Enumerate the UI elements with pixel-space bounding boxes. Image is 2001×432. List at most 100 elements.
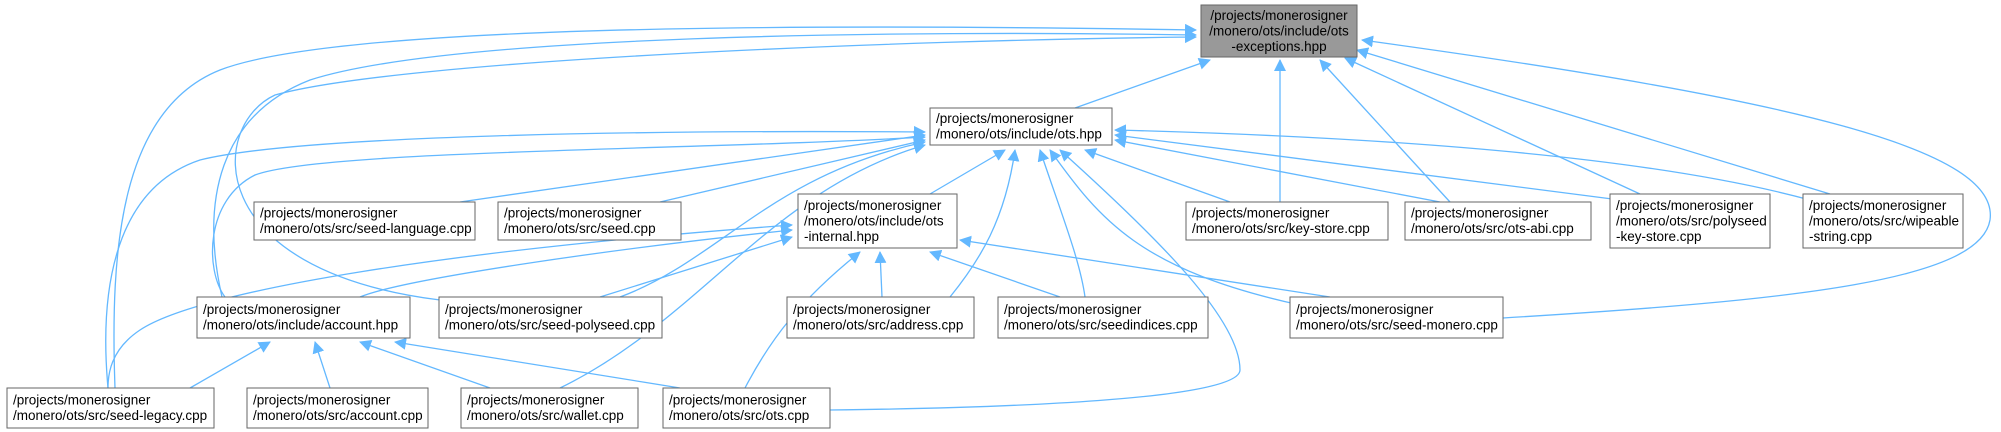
- node-label-line: -exceptions.hpp: [1231, 39, 1326, 54]
- node-box: [662, 387, 831, 429]
- edge-address-to-internal: [874, 251, 887, 298]
- node-label-line: /monero/ots/include/account.hpp: [203, 318, 398, 333]
- node-label-line: /projects/monerosigner: [1210, 8, 1348, 23]
- node-box: [1802, 193, 1964, 249]
- node-seed-monero[interactable]: /projects/monerosigner/monero/ots/src/se…: [1289, 296, 1504, 339]
- node-label-line: /monero/ots/src/address.cpp: [793, 318, 963, 333]
- node-ots-abi[interactable]: /projects/monerosigner/monero/ots/src/ot…: [1404, 201, 1592, 241]
- node-label-line: /monero/ots/src/ots-abi.cpp: [1411, 221, 1574, 236]
- node-label-line: /projects/monerosigner: [936, 111, 1074, 126]
- node-label-line: /monero/ots/src/key-store.cpp: [1192, 221, 1370, 236]
- node-label-line: /monero/ots/src/seed-polyseed.cpp: [445, 318, 655, 333]
- edge-seed-legacy-to-internal: [107, 219, 793, 389]
- edge-seed-language-to-ots-hpp: [459, 130, 926, 203]
- node-wipeable[interactable]: /projects/monerosigner/monero/ots/src/wi…: [1802, 193, 1964, 249]
- edge-polyseed-key-store-to-ots-hpp: [1114, 130, 1621, 201]
- node-label-line: /monero/ots/src/seed-language.cpp: [260, 221, 472, 236]
- node-label-line: /monero/ots/src/seedindices.cpp: [1004, 318, 1198, 333]
- node-label-line: /projects/monerosigner: [793, 302, 931, 317]
- edge-seed-legacy-to-ots-hpp: [105, 125, 926, 389]
- edge-polyseed-key-store-to-exceptions: [1344, 57, 1641, 195]
- node-label-line: /projects/monerosigner: [1192, 206, 1330, 221]
- node-wallet[interactable]: /projects/monerosigner/monero/ots/src/wa…: [460, 387, 639, 429]
- node-label-line: /projects/monerosigner: [1004, 302, 1142, 317]
- node-label-line: /monero/ots/include/ots.hpp: [936, 127, 1102, 142]
- node-box: [1609, 193, 1771, 249]
- node-label-line: /monero/ots/src/wipeable: [1809, 213, 1959, 228]
- node-box: [497, 201, 682, 241]
- edge-seed-legacy-to-account-hpp: [189, 341, 271, 389]
- node-label-line: /monero/ots/src/seed-monero.cpp: [1296, 318, 1498, 333]
- node-box: [1289, 296, 1504, 339]
- edge-seed-monero-to-exceptions: [1361, 35, 1991, 319]
- edge-account-cpp-to-account-hpp: [312, 341, 331, 389]
- edge-account-hpp-to-exceptions: [213, 28, 1197, 298]
- edge-ots-abi-to-exceptions: [1319, 59, 1451, 203]
- node-label-line: -string.cpp: [1809, 229, 1872, 244]
- edge-address-to-ots-hpp: [949, 149, 1020, 298]
- node-ots-hpp[interactable]: /projects/monerosigner/monero/ots/includ…: [929, 107, 1113, 146]
- node-label-line: /monero/ots/include/ots: [1209, 23, 1349, 38]
- node-internal[interactable]: /projects/monerosigner/monero/ots/includ…: [797, 193, 958, 249]
- node-polyseed-key-store[interactable]: /projects/monerosigner/monero/ots/src/po…: [1609, 193, 1771, 249]
- node-label-line: /projects/monerosigner: [253, 393, 391, 408]
- node-label-line: /projects/monerosigner: [203, 302, 341, 317]
- edge-account-hpp-to-internal: [359, 225, 793, 298]
- edge-wallet-to-ots-hpp: [559, 142, 926, 389]
- node-key-store[interactable]: /projects/monerosigner/monero/ots/src/ke…: [1185, 201, 1389, 241]
- node-box: [1200, 4, 1358, 58]
- node-seed-language[interactable]: /projects/monerosigner/monero/ots/src/se…: [253, 201, 476, 241]
- node-box: [929, 107, 1113, 146]
- node-account-hpp[interactable]: /projects/monerosigner/monero/ots/includ…: [196, 296, 411, 339]
- edge-seed-legacy-to-exceptions: [113, 23, 1197, 389]
- node-label-line: /projects/monerosigner: [1809, 198, 1947, 213]
- node-label-line: -key-store.cpp: [1616, 229, 1702, 244]
- node-label-line: /projects/monerosigner: [804, 198, 942, 213]
- node-box: [1404, 201, 1592, 241]
- node-label-line: /monero/ots/src/ots.cpp: [669, 408, 809, 423]
- node-box: [997, 296, 1209, 339]
- edge-wipeable-to-ots-hpp: [1114, 124, 1811, 201]
- node-ots-cpp[interactable]: /projects/monerosigner/monero/ots/src/ot…: [662, 387, 831, 429]
- edge-seed-monero-to-ots-hpp: [1049, 149, 1301, 306]
- node-label-line: /monero/ots/src/seed.cpp: [504, 221, 656, 236]
- node-exceptions[interactable]: /projects/monerosigner/monero/ots/includ…: [1200, 4, 1358, 58]
- node-seedindices[interactable]: /projects/monerosigner/monero/ots/src/se…: [997, 296, 1209, 339]
- node-label-line: /monero/ots/src/polyseed: [1616, 213, 1767, 228]
- node-label-line: /projects/monerosigner: [445, 302, 583, 317]
- node-box: [786, 296, 975, 339]
- edge-seedindices-to-ots-hpp: [1037, 149, 1086, 298]
- node-account-cpp[interactable]: /projects/monerosigner/monero/ots/src/ac…: [246, 387, 429, 429]
- edge-ots-cpp-to-account-hpp: [394, 337, 681, 389]
- node-seed-cpp[interactable]: /projects/monerosigner/monero/ots/src/se…: [497, 201, 682, 241]
- edges-layer: [105, 23, 1991, 411]
- edge-account-hpp-to-ots-hpp: [211, 131, 926, 298]
- edge-internal-to-ots-hpp: [929, 149, 1006, 195]
- node-seed-legacy[interactable]: /projects/monerosigner/monero/ots/src/se…: [6, 387, 215, 429]
- edge-seed-monero-to-internal: [959, 235, 1331, 298]
- node-box: [460, 387, 639, 429]
- nodes-layer: /projects/monerosigner/monero/ots/includ…: [6, 4, 1964, 429]
- node-box: [253, 201, 476, 241]
- edge-seed-polyseed-to-ots-hpp: [619, 138, 926, 298]
- edge-ots-cpp-to-ots-hpp: [829, 149, 1241, 411]
- edge-seed-cpp-to-ots-hpp: [659, 136, 926, 203]
- edge-wipeable-to-exceptions: [1356, 47, 1831, 195]
- edge-key-store-to-ots-hpp: [1084, 148, 1231, 203]
- node-seed-polyseed[interactable]: /projects/monerosigner/monero/ots/src/se…: [438, 296, 663, 339]
- node-address[interactable]: /projects/monerosigner/monero/ots/src/ad…: [786, 296, 975, 339]
- node-box: [246, 387, 429, 429]
- node-box: [438, 296, 663, 339]
- edge-wallet-to-account-hpp: [359, 340, 491, 389]
- node-label-line: /projects/monerosigner: [467, 393, 605, 408]
- node-box: [797, 193, 958, 249]
- edge-ots-hpp-to-exceptions: [1074, 58, 1211, 109]
- node-label-line: -internal.hpp: [804, 229, 879, 244]
- node-label-line: /projects/monerosigner: [669, 393, 807, 408]
- node-label-line: /projects/monerosigner: [13, 393, 151, 408]
- edge-seedindices-to-internal: [929, 249, 1061, 298]
- edge-seed-polyseed-to-internal: [599, 234, 793, 298]
- node-box: [1185, 201, 1389, 241]
- node-label-line: /monero/ots/src/seed-legacy.cpp: [13, 408, 207, 423]
